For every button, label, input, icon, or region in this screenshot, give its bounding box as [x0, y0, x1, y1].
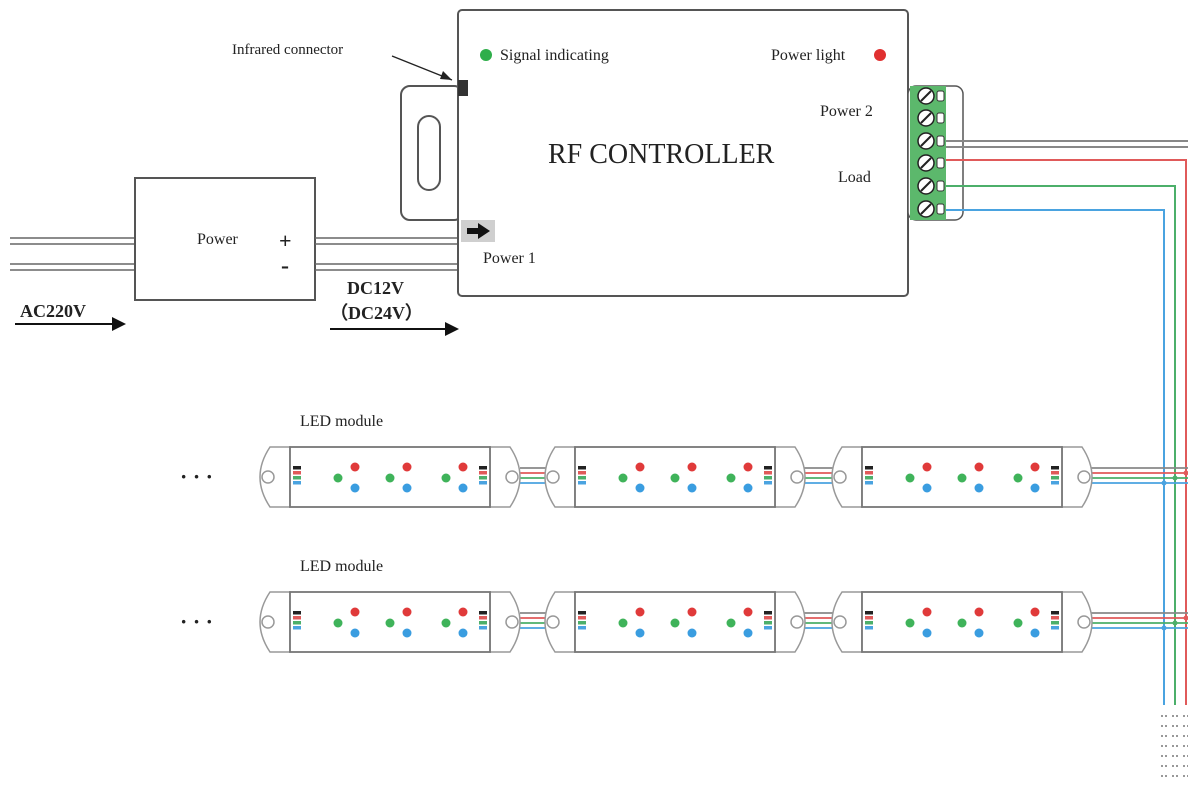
dc-output-wires [315, 237, 458, 271]
led-row-1 [259, 446, 1188, 508]
infrared-connector-label: Infrared connector [232, 42, 343, 58]
power-supply-box [134, 177, 316, 301]
output-wires [946, 140, 1188, 705]
signal-indicating-label: Signal indicating [500, 47, 609, 64]
terminal-screw-2 [917, 109, 945, 127]
led-row-junctions-1 [1161, 470, 1188, 486]
infrared-port [458, 80, 468, 96]
signal-indicator-led [480, 49, 492, 61]
led-module-label-1: LED module [300, 413, 383, 430]
led-module-label-2: LED module [300, 558, 383, 575]
power-light-label: Power light [771, 47, 846, 64]
power2-label: Power 2 [820, 103, 873, 120]
infrared-receiver-housing [400, 85, 464, 221]
terminal-screw-6 [917, 200, 945, 218]
load-label: Load [838, 169, 871, 186]
dc-alt-voltage-label: （DC24V） [330, 303, 423, 323]
power-light-led [874, 49, 886, 61]
led-module-1-3 [831, 446, 1093, 508]
led-module-2-2 [544, 591, 806, 653]
power-minus-sign: - [281, 253, 289, 279]
led-module-2-3 [831, 591, 1093, 653]
led-row-ellipsis-2: · · · [180, 609, 213, 634]
ac-voltage-label: AC220V [20, 301, 86, 321]
terminal-screw-4 [917, 154, 945, 172]
power1-label: Power 1 [483, 250, 536, 267]
led-module-1-2 [544, 446, 806, 508]
ac-direction-arrow [15, 317, 126, 331]
ac-input-wires [10, 237, 135, 271]
wire-continuation-dots [1161, 715, 1188, 777]
power1-arrow-icon [467, 223, 490, 239]
terminal-screw-1 [917, 87, 945, 105]
terminal-block [907, 85, 964, 221]
power-supply-label: Power [197, 231, 239, 248]
dc-direction-arrow [330, 322, 459, 336]
led-row-ellipsis-1: · · · [180, 464, 213, 489]
power-plus-sign: + [279, 228, 292, 253]
controller-title: RF CONTROLLER [548, 139, 775, 170]
led-row-junctions-2 [1161, 615, 1188, 631]
terminal-screw-5 [917, 177, 945, 195]
dc-voltage-label: DC12V [347, 278, 404, 298]
led-module-1-1 [259, 446, 521, 508]
infrared-pointer-arrow [391, 55, 453, 81]
led-module-2-1 [259, 591, 521, 653]
terminal-screw-3 [917, 132, 945, 150]
led-row-2 [259, 591, 1188, 653]
